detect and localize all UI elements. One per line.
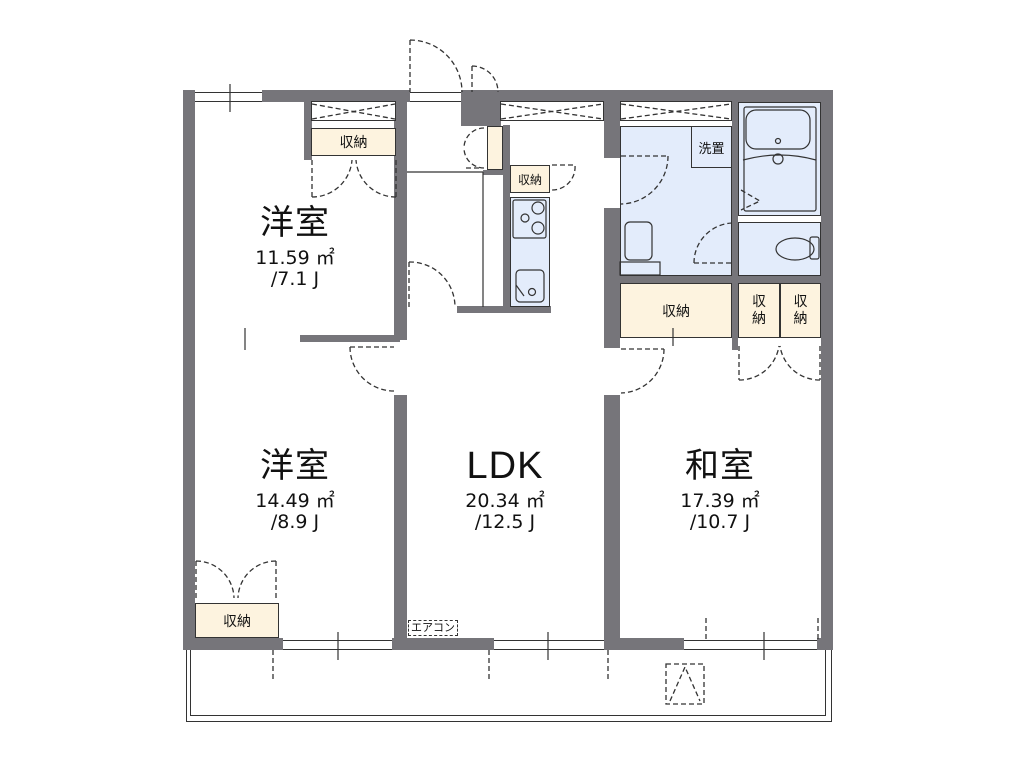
bathtub-icon <box>743 106 817 212</box>
wall-vertical-west <box>394 90 407 340</box>
small-closet-door-icon <box>738 345 821 381</box>
wall-closet-room1 <box>304 98 312 160</box>
wall-storage-bottom <box>732 336 738 350</box>
room-japanese: 和室 17.39 ㎡ /10.7 J <box>655 447 785 533</box>
room-jo: /10.7 J <box>689 511 751 533</box>
storage-wet-upper-shelf <box>620 101 732 121</box>
washer-space: 洗置 <box>691 126 732 168</box>
room-area: 17.39 ㎡ <box>680 490 760 512</box>
window-ldk-bottom <box>494 640 604 650</box>
wall-bottom-2 <box>392 638 494 650</box>
balcony-inner-line <box>190 650 826 716</box>
room-jo: /12.5 J <box>474 511 536 533</box>
wall-wet-divider <box>732 98 738 348</box>
wall-top-segment-1 <box>262 90 410 102</box>
wall-bottom-3 <box>604 638 684 650</box>
storage-japanese-closet: 収納 <box>620 283 732 338</box>
toilet-door-swing-icon <box>693 222 733 264</box>
room-area: 20.34 ㎡ <box>465 490 545 512</box>
room-western-2: 洋室 14.49 ㎡ /8.9 J <box>235 447 355 533</box>
wall-right <box>821 90 833 650</box>
room-area: 14.49 ㎡ <box>255 490 335 512</box>
entrance-closet-door-icon <box>463 127 485 169</box>
washroom-door-swing-icon <box>620 155 669 205</box>
evacuation-hatch-icon <box>665 663 705 705</box>
room-jo: /8.9 J <box>270 511 320 533</box>
room2-door-swing-icon <box>349 346 395 392</box>
storage-small-closet-b: 収 納 <box>780 283 821 338</box>
window-entrance-top <box>410 92 461 102</box>
wall-vertical-west-lower <box>394 395 407 650</box>
room-area: 11.59 ㎡ <box>255 247 335 269</box>
japanese-door-swing-icon <box>620 348 665 394</box>
entrance-small-door-swing-icon <box>471 65 499 93</box>
storage-kitchen-closet: 収納 <box>510 165 550 193</box>
wall-entrance-inner <box>483 170 507 175</box>
sink-icon <box>515 269 545 303</box>
wall-vertical-east <box>604 98 620 158</box>
storage-entrance-shelf <box>487 126 503 170</box>
room-western-1: 洋室 11.59 ㎡ /7.1 J <box>235 204 355 290</box>
window-japanese-bottom <box>684 640 817 650</box>
wall-bottom-4 <box>817 638 833 650</box>
room-ldk: LDK 20.34 ㎡ /12.5 J <box>440 447 570 533</box>
hall-door-swing-icon <box>408 261 456 308</box>
storage-room1-closet: 収納 <box>311 128 396 156</box>
balcony <box>186 650 832 722</box>
toilet-icon <box>775 237 815 261</box>
wall-entrance-step <box>461 98 501 126</box>
wall-vertical-east-low <box>604 395 620 650</box>
room-name: 洋室 <box>260 203 330 243</box>
room-name: LDK <box>466 445 544 487</box>
room-jo: /7.1 J <box>270 268 320 290</box>
room-name: 洋室 <box>260 446 330 486</box>
wall-left <box>183 90 195 650</box>
storage-small-closet-a: 収 納 <box>738 283 780 338</box>
wall-kitchen-bottom <box>457 306 551 313</box>
stove-icon <box>512 199 547 239</box>
wall-room1-room2 <box>300 335 400 342</box>
kitchen-closet-door-icon <box>551 164 576 191</box>
window-room1-top <box>195 92 262 102</box>
wall-wet-bottom <box>612 276 827 283</box>
toilet-room <box>738 222 821 276</box>
aircon-tag: エアコン <box>408 620 458 636</box>
entrance-door-swing-icon <box>409 39 463 93</box>
wall-kitchen-left <box>503 125 510 313</box>
washbasin-icon <box>624 221 653 261</box>
storage-room2-closet: 収納 <box>195 603 279 638</box>
room-name: 和室 <box>685 446 755 486</box>
closet-door-room2-icon <box>195 560 277 601</box>
wall-bottom-1 <box>183 638 283 650</box>
closet-door-room1-icon <box>311 159 397 198</box>
